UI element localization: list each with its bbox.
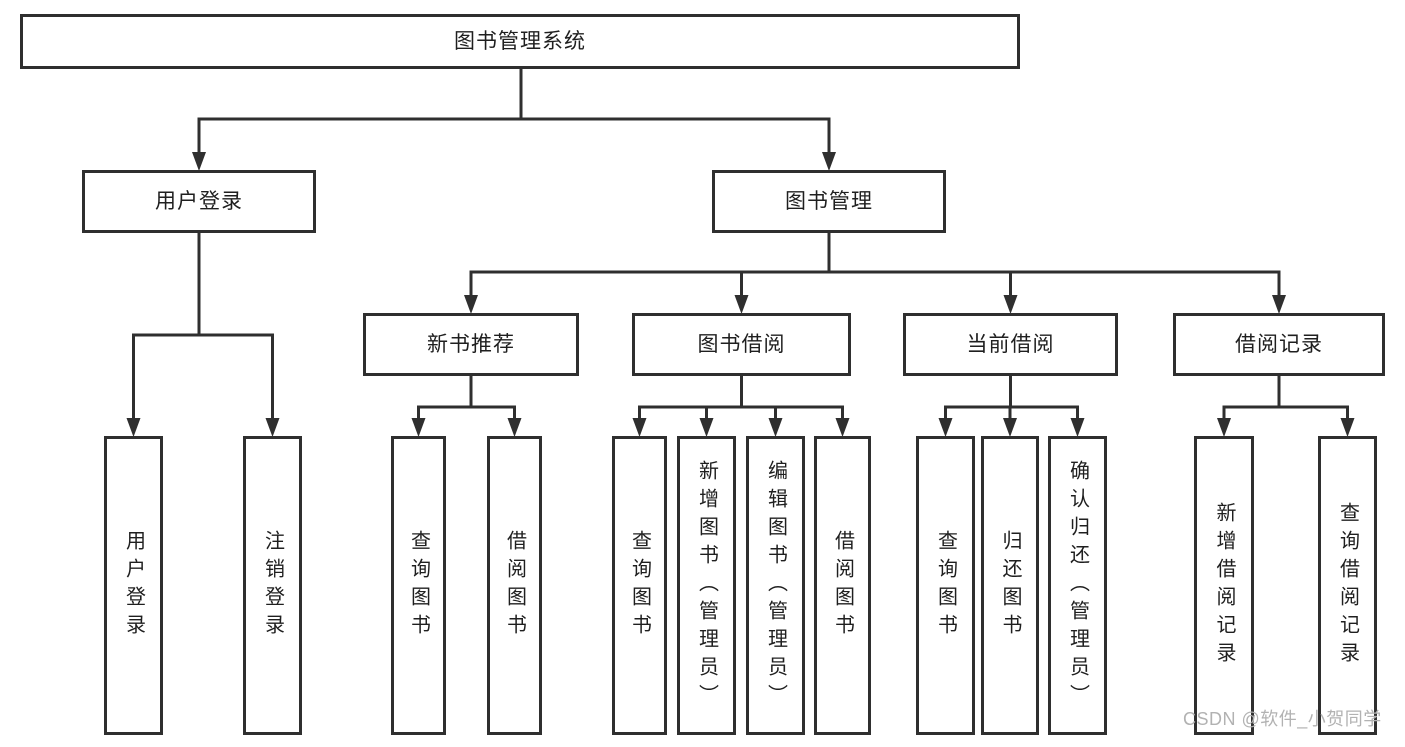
node-leaf-query-books-recommend: 查询图书 — [391, 436, 446, 735]
node-leaf-query-books-current: 查询图书 — [916, 436, 975, 735]
node-leaf-logout: 注销登录 — [243, 436, 302, 735]
node-leaf-edit-books-admin: 编辑图书（管理员） — [746, 436, 805, 735]
node-leaf-return-books: 归还图书 — [981, 436, 1039, 735]
node-library-management-system: 图书管理系统 — [20, 14, 1020, 69]
node-book-borrowing: 图书借阅 — [632, 313, 851, 376]
node-leaf-borrow-books: 借阅图书 — [814, 436, 871, 735]
node-book-management: 图书管理 — [712, 170, 946, 233]
csdn-watermark: CSDN @软件_小贺同学 — [1183, 709, 1382, 729]
node-new-book-recommendation: 新书推荐 — [363, 313, 579, 376]
node-current-borrowing: 当前借阅 — [903, 313, 1118, 376]
node-user-login: 用户登录 — [82, 170, 316, 233]
node-leaf-add-books-admin: 新增图书（管理员） — [677, 436, 736, 735]
node-leaf-confirm-return-admin: 确认归还（管理员） — [1048, 436, 1107, 735]
node-leaf-borrow-books-recommend: 借阅图书 — [487, 436, 542, 735]
node-leaf-add-borrow-record: 新增借阅记录 — [1194, 436, 1254, 735]
node-leaf-query-books-borrowing: 查询图书 — [612, 436, 667, 735]
node-leaf-user-login: 用户登录 — [104, 436, 163, 735]
node-borrowing-records: 借阅记录 — [1173, 313, 1385, 376]
node-leaf-query-borrow-record: 查询借阅记录 — [1318, 436, 1377, 735]
